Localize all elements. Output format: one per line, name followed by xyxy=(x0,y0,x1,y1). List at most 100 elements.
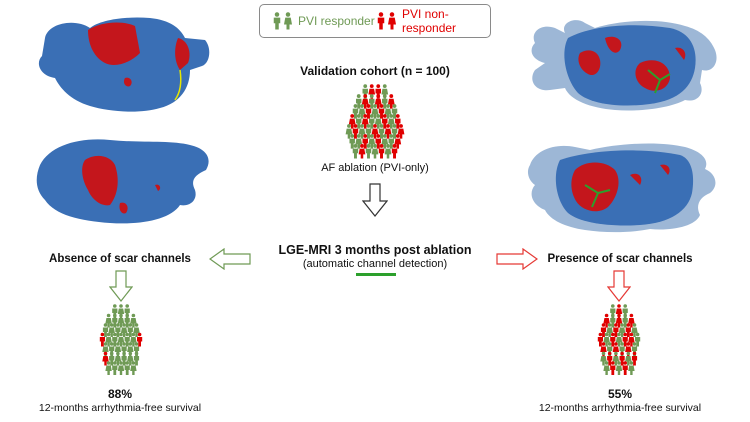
person-icon xyxy=(394,134,402,149)
arrow-down-green-icon xyxy=(109,270,133,302)
person-icon xyxy=(371,124,379,139)
person-icon xyxy=(387,114,395,129)
person-icon xyxy=(284,12,292,30)
person-icon xyxy=(121,351,127,366)
person-icon xyxy=(358,144,366,159)
absence-percent: 88% xyxy=(107,387,133,401)
person-icon xyxy=(622,313,628,328)
person-icon xyxy=(361,94,369,109)
person-icon xyxy=(397,124,405,139)
channel-indicator-line xyxy=(356,273,396,276)
person-icon xyxy=(369,94,375,109)
absence-group-crowd xyxy=(92,304,150,384)
left-atrium-top-view xyxy=(38,17,210,112)
person-icon xyxy=(613,323,619,337)
person-icon xyxy=(120,323,128,337)
mri-title: LGE-MRI 3 months post ablation xyxy=(278,243,472,257)
legend-box: PVI responder PVI non-responder xyxy=(259,4,491,38)
person-icon xyxy=(368,134,376,149)
person-icon xyxy=(137,332,143,347)
person-icon xyxy=(130,313,137,328)
validation-cohort-crowd xyxy=(330,84,420,162)
person-icon xyxy=(355,134,363,149)
person-icon xyxy=(388,12,396,30)
person-icon xyxy=(355,94,362,109)
person-icon xyxy=(117,361,125,375)
person-icon xyxy=(603,361,610,375)
person-icon xyxy=(597,332,603,347)
person-icon xyxy=(619,351,625,366)
person-icon xyxy=(368,84,376,99)
person-icon xyxy=(615,313,623,328)
mri-subtitle: (automatic channel detection) xyxy=(302,258,448,270)
person-icon xyxy=(99,332,105,347)
presence-group-crowd xyxy=(588,304,650,384)
person-icon xyxy=(610,332,616,347)
person-icon xyxy=(112,361,118,375)
person-icon xyxy=(355,114,362,129)
person-icon xyxy=(625,351,632,366)
ablation-label: AF ablation (PVI-only) xyxy=(321,162,429,174)
cohort-title: Validation cohort (n = 100) xyxy=(300,64,450,78)
arrow-down-red-icon xyxy=(607,270,631,302)
person-icon xyxy=(618,323,626,337)
person-icon xyxy=(628,313,635,328)
person-icon xyxy=(124,332,130,347)
person-icon xyxy=(352,124,359,139)
person-icon xyxy=(114,342,122,356)
person-icon xyxy=(127,351,134,366)
person-icon xyxy=(108,323,115,337)
arrow-down-center-icon xyxy=(362,183,388,217)
person-icon xyxy=(631,323,638,337)
person-icon xyxy=(388,134,395,149)
person-icon xyxy=(378,104,385,119)
person-icon xyxy=(377,12,385,30)
person-icon xyxy=(610,313,616,328)
person-icon xyxy=(384,124,392,139)
person-icon xyxy=(365,144,372,159)
person-icon xyxy=(117,304,125,318)
person-icon xyxy=(375,134,381,149)
person-icon xyxy=(117,313,125,328)
person-icon xyxy=(607,351,613,366)
person-icon xyxy=(371,104,379,119)
person-icon xyxy=(615,332,623,347)
person-icon xyxy=(384,144,392,159)
nonresponder-person-icon xyxy=(376,11,398,31)
arrow-left-green-icon xyxy=(209,248,251,270)
person-icon xyxy=(117,332,125,347)
person-icon xyxy=(610,361,616,375)
person-icon xyxy=(391,104,398,119)
person-icon xyxy=(395,114,401,129)
person-icon xyxy=(378,144,385,159)
person-icon xyxy=(622,332,628,347)
person-icon xyxy=(615,304,623,318)
legend-responder: PVI responder xyxy=(272,5,375,37)
person-icon xyxy=(133,323,140,337)
person-icon xyxy=(603,313,610,328)
person-icon xyxy=(391,124,398,139)
person-icon xyxy=(365,124,372,139)
person-icon xyxy=(102,351,109,366)
person-icon xyxy=(345,124,353,139)
person-icon xyxy=(371,144,379,159)
person-icon xyxy=(127,323,133,337)
person-icon xyxy=(361,114,369,129)
person-icon xyxy=(358,104,366,119)
person-icon xyxy=(600,351,607,366)
person-icon xyxy=(105,313,112,328)
person-icon xyxy=(127,342,134,356)
responder-person-icon xyxy=(272,11,294,31)
person-icon xyxy=(130,361,137,375)
person-icon xyxy=(273,12,281,30)
person-icon xyxy=(105,361,112,375)
person-icon xyxy=(603,332,610,347)
person-icon xyxy=(606,323,613,337)
arrow-right-red-icon xyxy=(496,248,538,270)
absence-survival-label: 12-months arrhythmia-free survival xyxy=(38,402,202,414)
person-icon xyxy=(133,351,140,366)
presence-heading: Presence of scar channels xyxy=(547,253,693,265)
left-atrium-bottom-view xyxy=(36,139,209,224)
person-icon xyxy=(114,351,122,366)
person-icon xyxy=(352,104,359,119)
